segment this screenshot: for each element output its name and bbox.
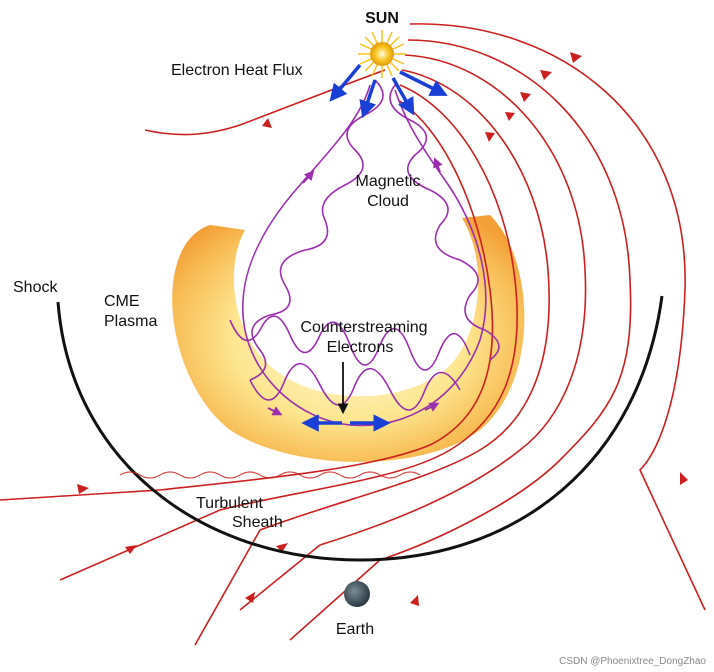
field-line-5 — [59, 84, 518, 581]
electron-helix — [229, 79, 500, 427]
turbulent-sheath-line — [119, 471, 421, 479]
field-line-outer — [409, 23, 706, 611]
heat-flux-arrows — [301, 63, 448, 432]
field-line-4 — [194, 69, 550, 646]
field-line-arrows — [77, 52, 688, 606]
label-turbulent-sheath-2: Sheath — [232, 514, 283, 531]
label-counterstreaming-2: Electrons — [327, 339, 394, 356]
label-shock: Shock — [13, 279, 58, 296]
shock-front — [56, 295, 664, 562]
field-lines — [0, 23, 706, 646]
label-magnetic-cloud-2: Cloud — [367, 193, 409, 210]
helix-arrows — [267, 157, 443, 416]
sun-icon — [370, 42, 394, 66]
label-sun: SUN — [365, 10, 399, 27]
field-line-3 — [239, 54, 587, 611]
field-line-2 — [289, 39, 632, 641]
label-earth: Earth — [336, 621, 374, 638]
label-counterstreaming-1: Counterstreaming — [300, 319, 427, 336]
label-cme-plasma-1: CME — [104, 293, 140, 310]
sun — [358, 30, 406, 78]
label-magnetic-cloud-1: Magnetic — [356, 173, 421, 190]
watermark: CSDN @Phoenixtree_DongZhao — [559, 656, 706, 667]
label-electron-heat-flux: Electron Heat Flux — [171, 62, 303, 79]
earth-icon — [344, 581, 370, 607]
label-cme-plasma-2: Plasma — [104, 313, 157, 330]
label-turbulent-sheath-1: Turbulent — [196, 495, 264, 512]
